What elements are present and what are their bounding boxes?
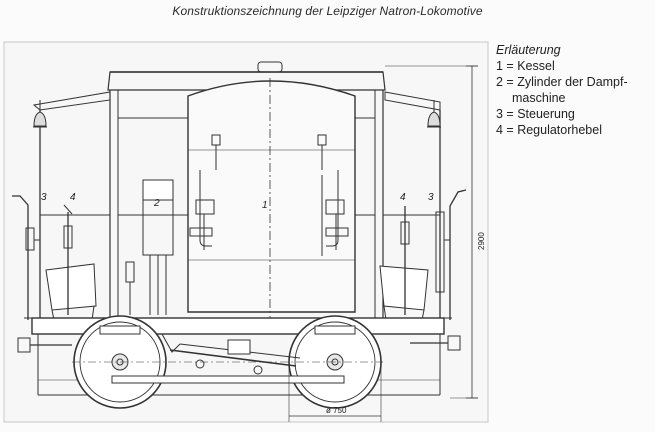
legend: Erläuterung 1 = Kessel 2 = Zylinder der … [496, 42, 654, 138]
label-regulator-left: 4 [70, 192, 76, 203]
left-seat [45, 263, 97, 321]
label-steuerung-right: 3 [428, 192, 434, 203]
left-reversing-gear [12, 195, 40, 320]
boiler [187, 80, 356, 313]
label-regulator-right: 4 [400, 192, 406, 203]
roof-vent [257, 61, 283, 73]
label-steuerung-left: 3 [41, 192, 47, 203]
label-zylinder: 2 [153, 198, 160, 209]
legend-item-continuation: maschine [512, 91, 566, 105]
legend-title: Erläuterung [496, 43, 561, 57]
wheel-dimension [288, 362, 382, 422]
figure-caption: Konstruktionszeichnung der Leipziger Nat… [172, 4, 483, 18]
right-lamp [427, 100, 441, 128]
wheel-dimension-label: ø 750 [326, 406, 347, 415]
legend-item: 4 = Regulatorhebel [496, 123, 602, 137]
legend-item: 1 = Kessel [496, 59, 555, 73]
height-dimension [385, 65, 478, 399]
left-water-gauge [189, 134, 221, 250]
left-regulator-lever [63, 204, 73, 315]
cylinder [125, 179, 174, 315]
height-dimension-label: 2900 [477, 232, 486, 250]
right-reversing-gear [435, 189, 467, 320]
label-kessel: 1 [262, 200, 268, 211]
left-lamp [33, 100, 47, 128]
right-regulator-lever [400, 206, 410, 315]
right-seat [379, 265, 429, 321]
coupling-rods [111, 333, 345, 384]
legend-item: 2 = Zylinder der Dampf- [496, 75, 628, 89]
legend-item: 3 = Steuerung [496, 107, 575, 121]
right-water-gauge [317, 134, 349, 256]
